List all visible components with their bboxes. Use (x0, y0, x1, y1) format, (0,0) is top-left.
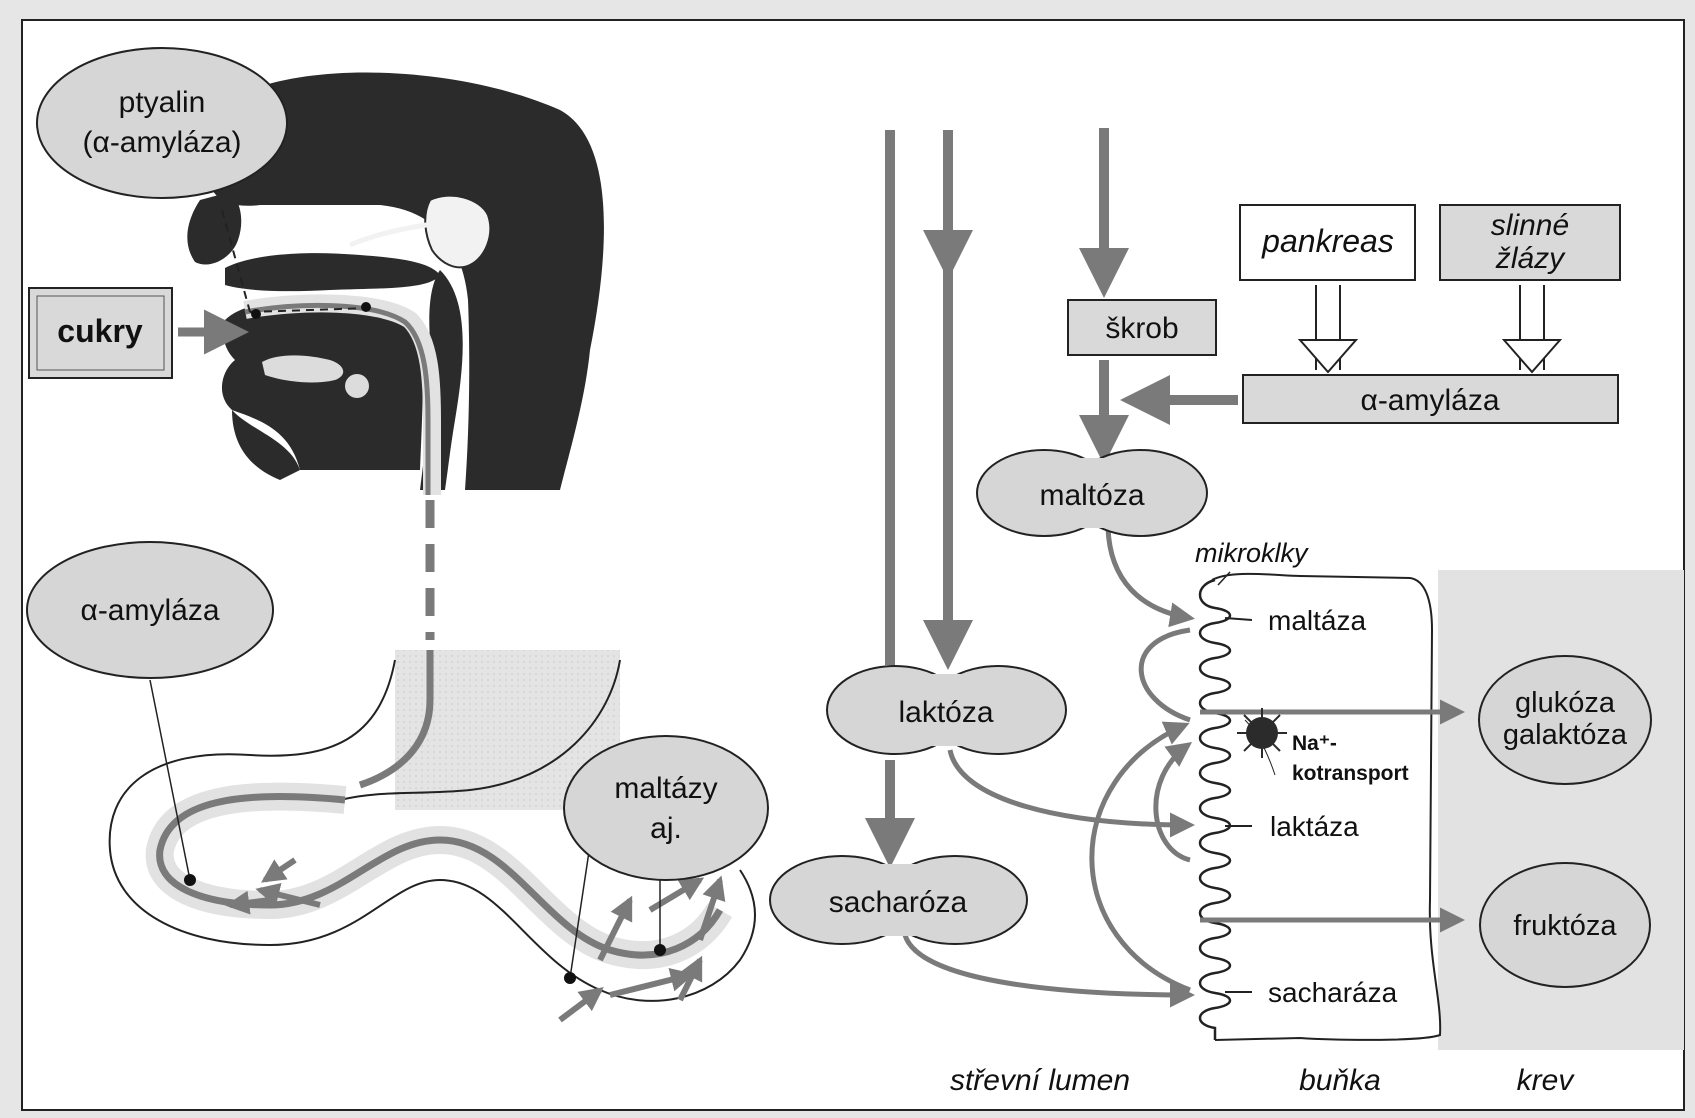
skrob-box: škrob (1068, 300, 1216, 355)
fruktoza-label: fruktóza (1513, 910, 1617, 942)
maltazy-label: maltázy (614, 772, 717, 805)
ptyalin-bubble: ptyalin (α-amyláza) (37, 48, 287, 198)
pankreas-box: pankreas (1240, 205, 1415, 280)
glukoza-label: glukóza (1515, 687, 1616, 719)
sacharoza-label: sacharóza (829, 886, 968, 919)
sacharaza-label: sacharáza (1268, 977, 1398, 1008)
sacharoza-bubble: sacharóza (770, 856, 1027, 944)
laktaza-label: laktáza (1270, 811, 1359, 842)
galaktoza-label: galaktóza (1503, 719, 1628, 751)
slinne-label: slinné (1491, 209, 1569, 242)
zlazy-label: žlázy (1495, 242, 1566, 275)
ptyalin-alpha-amylase-label: (α-amyláza) (82, 126, 241, 159)
cukry-label: cukry (57, 313, 143, 349)
bunka-caption: buňka (1299, 1064, 1381, 1097)
maltazy-bubble: maltázy aj. (564, 736, 768, 880)
strevni-lumen-caption: střevní lumen (950, 1064, 1130, 1097)
laktoza-label: laktóza (898, 696, 993, 729)
alpha-amylase-bar: α-amyláza (1243, 375, 1618, 423)
alpha-amylase-stomach-label: α-amyláza (80, 594, 219, 627)
na-cotransporter-icon (1237, 708, 1287, 758)
pankreas-label: pankreas (1261, 223, 1394, 259)
glukoza-galaktoza-bubble: glukóza galaktóza (1479, 656, 1651, 784)
maltoza-label: maltóza (1039, 479, 1144, 512)
krev-caption: krev (1517, 1064, 1576, 1097)
fruktoza-bubble: fruktóza (1480, 863, 1650, 987)
alpha-amylase-stomach-bubble: α-amyláza (27, 542, 273, 678)
na-label: Na⁺- (1292, 732, 1337, 755)
kotransport-label: kotransport (1292, 762, 1409, 785)
alpha-amylase-bar-label: α-amyláza (1360, 384, 1499, 417)
mikroklky-label: mikroklky (1195, 538, 1309, 568)
maltazy-aj-label: aj. (650, 812, 682, 845)
maltaza-label: maltáza (1268, 605, 1366, 636)
maltoza-bubble: maltóza (977, 450, 1207, 536)
enterocyte-cell (1200, 572, 1440, 1040)
laktoza-bubble: laktóza (827, 666, 1066, 754)
cukry-box: cukry (29, 288, 172, 378)
skrob-label: škrob (1105, 312, 1178, 345)
slinne-zlazy-box: slinné žlázy (1440, 205, 1620, 280)
ptyalin-label: ptyalin (119, 86, 206, 119)
